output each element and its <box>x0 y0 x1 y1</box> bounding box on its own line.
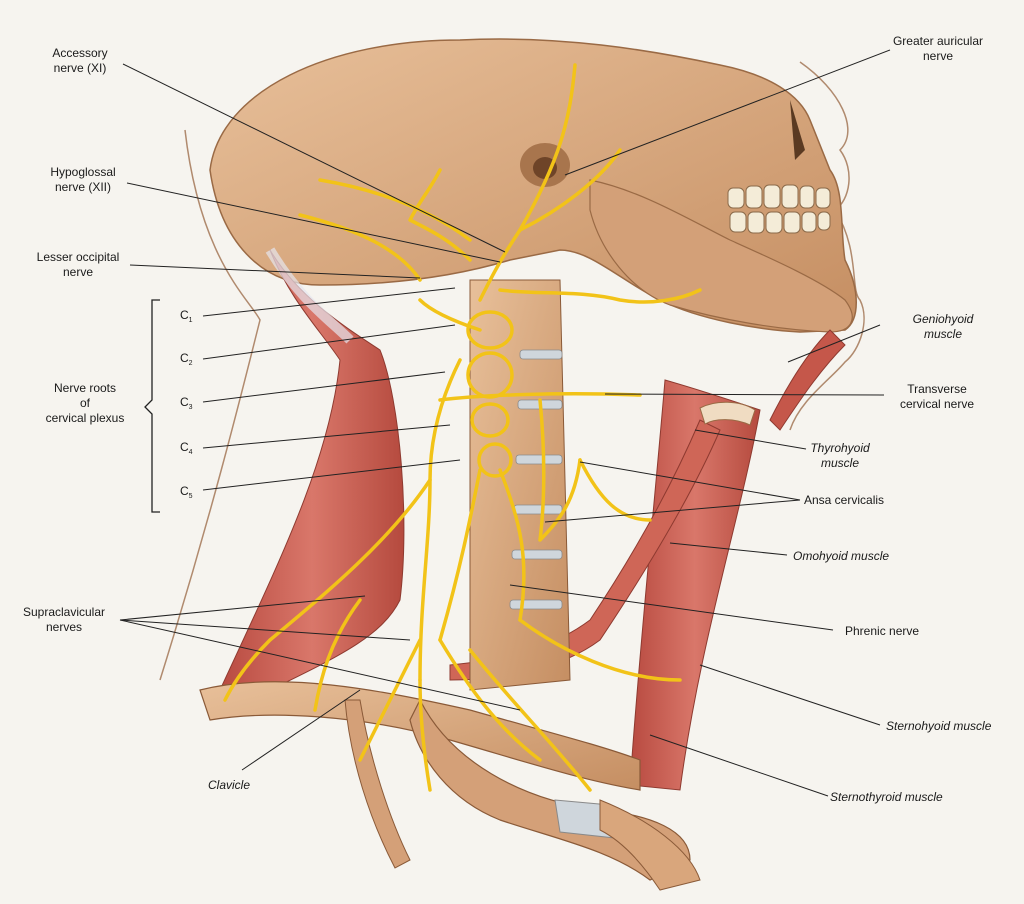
trapezius <box>219 249 405 701</box>
label-c3: C3 <box>180 395 193 411</box>
label-transverse-cervical-nerve: Transverse cervical nerve <box>899 382 975 411</box>
label-ansa-cervicalis: Ansa cervicalis <box>804 493 885 507</box>
label-hypoglossal-nerve: Hypoglossal nerve (XII) <box>50 165 116 194</box>
label-greater-auricular-nerve: Greater auricular nerve <box>892 34 984 63</box>
nerve-roots-bracket <box>144 299 160 513</box>
label-lesser-occipital-nerve: Lesser occipital nerve <box>36 250 120 279</box>
label-thyrohyoid-muscle: Thyrohyoid muscle <box>810 441 870 470</box>
leader-lines <box>119 49 891 797</box>
omohyoid <box>449 419 721 681</box>
label-accessory-nerve: Accessory nerve (XI) <box>52 46 108 75</box>
label-sternothyroid-muscle: Sternothyroid muscle <box>830 790 943 804</box>
rib-stub <box>344 699 411 869</box>
nerves <box>223 63 702 792</box>
label-c5: C5 <box>180 484 193 500</box>
geniohyoid <box>769 329 846 431</box>
label-sternohyoid-muscle: Sternohyoid muscle <box>886 719 992 733</box>
neck-outline-back <box>159 129 261 681</box>
hyoid <box>699 401 756 426</box>
label-c2: C2 <box>180 351 193 367</box>
mandible <box>589 179 853 333</box>
label-clavicle: Clavicle <box>208 778 251 792</box>
label-omohyoid-muscle: Omohyoid muscle <box>793 549 890 563</box>
face-outline <box>789 61 865 431</box>
label-phrenic-nerve: Phrenic nerve <box>845 624 920 638</box>
label-c4: C4 <box>180 440 193 456</box>
label-supraclavicular-nerves: Supraclavicular nerves <box>22 605 106 634</box>
vertebrae <box>469 279 571 691</box>
label-nerve-roots: Nerve roots of cervical plexus <box>45 381 125 425</box>
label-c1: C1 <box>180 308 193 324</box>
teeth <box>727 184 831 234</box>
label-geniohyoid-muscle: Geniohyoid muscle <box>912 312 974 341</box>
